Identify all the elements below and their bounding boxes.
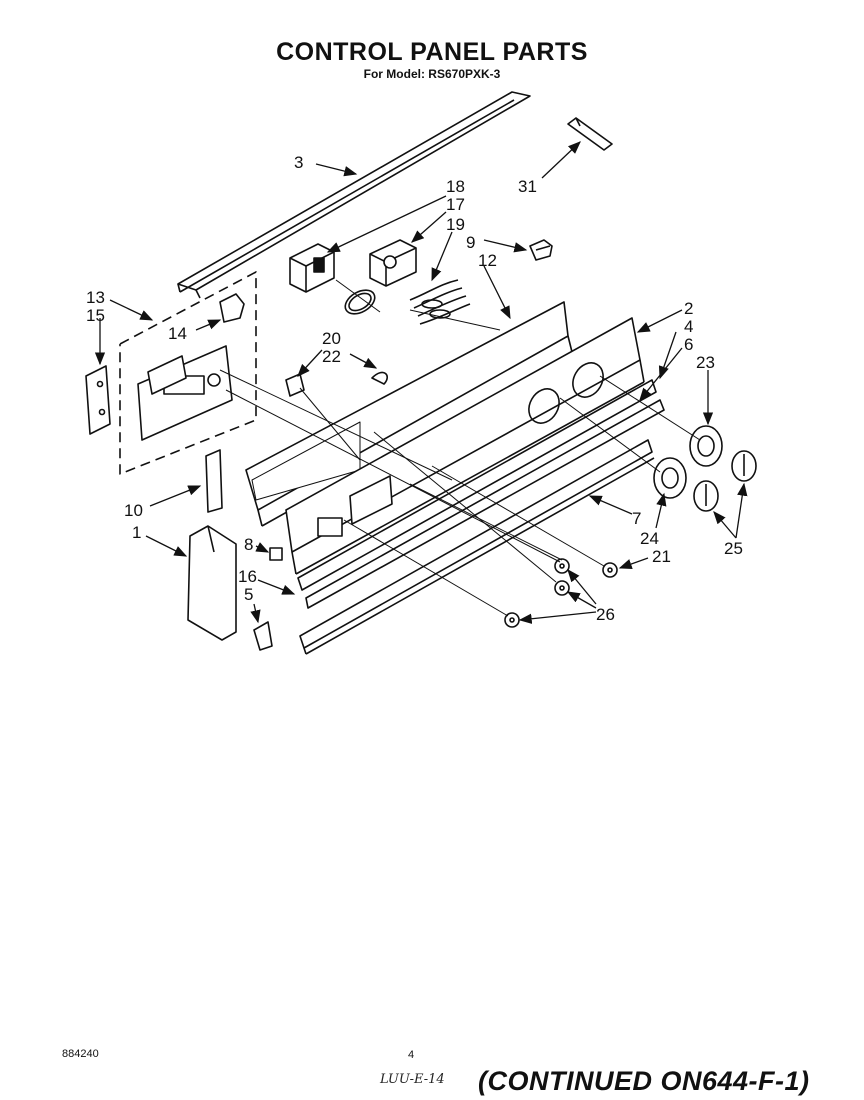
callout-2: 2 [684,299,693,318]
callout-12: 12 [478,251,497,270]
spacer-block [269,547,283,561]
callout-18: 18 [446,177,465,196]
top-trim-strip [177,91,531,299]
nut-26-a [554,558,570,574]
mounting-bracket-15 [85,365,111,435]
callout-6: 6 [684,335,693,354]
handwritten-note: LUU-E-14 [380,1072,445,1087]
main-console-panel [285,317,645,575]
leader-lines [94,141,748,624]
corner-piece [253,621,273,651]
callout-4: 4 [684,317,693,336]
trim-strip-lower [305,399,665,609]
callout-1: 1 [132,523,141,542]
bracket-part [567,117,613,151]
callout-7: 7 [632,509,641,528]
clip-22 [371,371,388,385]
callout-24: 24 [640,529,659,548]
nut-26-b [554,580,570,596]
knob-25-upper [731,450,757,482]
knob-25-lower [693,480,719,512]
callout-14: 14 [168,324,187,343]
callout-9: 9 [466,233,475,252]
knob-bezel-24 [653,457,687,499]
callout-10: 10 [124,501,143,520]
model-subtitle: For Model: RS670PXK-3 [363,67,501,81]
callout-21: 21 [652,547,671,566]
assembly-lines [219,279,701,617]
callout-20: 20 [322,329,341,348]
callout-26: 26 [596,605,615,624]
nut-21 [602,562,618,578]
side-bracket [205,449,223,513]
page-number: 4 [408,1049,415,1061]
lower-channel [299,439,655,655]
part-number: 884240 [62,1048,99,1060]
clock-module [137,345,233,441]
callout-13: 13 [86,288,105,307]
callout-3: 3 [294,153,303,172]
callout-19: 19 [446,215,465,234]
callout-31: 31 [518,177,537,196]
callout-8: 8 [244,535,253,554]
callout-5: 5 [244,585,253,604]
callout-23: 23 [696,353,715,372]
end-cap [187,525,237,641]
ring-gasket [344,289,376,315]
callout-numbers: 3 31 18 17 19 9 12 2 4 6 23 13 15 14 20 … [86,153,743,624]
page-title: CONTROL PANEL PARTS [276,38,588,66]
continued-note: (CONTINUED ON644-F-1) [478,1066,810,1096]
callout-25: 25 [724,539,743,558]
callout-15: 15 [86,306,105,325]
switch-box-left [289,243,335,293]
trim-strip-upper [297,379,657,591]
bracket-20 [285,373,305,397]
callout-17: 17 [446,195,465,214]
clip-part [529,239,553,261]
callout-22: 22 [322,347,341,366]
dashed-module-outline [119,271,257,475]
switch-box-right [369,239,417,287]
callout-16: 16 [238,567,257,586]
wire-harness [409,279,471,325]
knob-bezel-23 [689,425,723,467]
clip-14 [219,293,245,323]
